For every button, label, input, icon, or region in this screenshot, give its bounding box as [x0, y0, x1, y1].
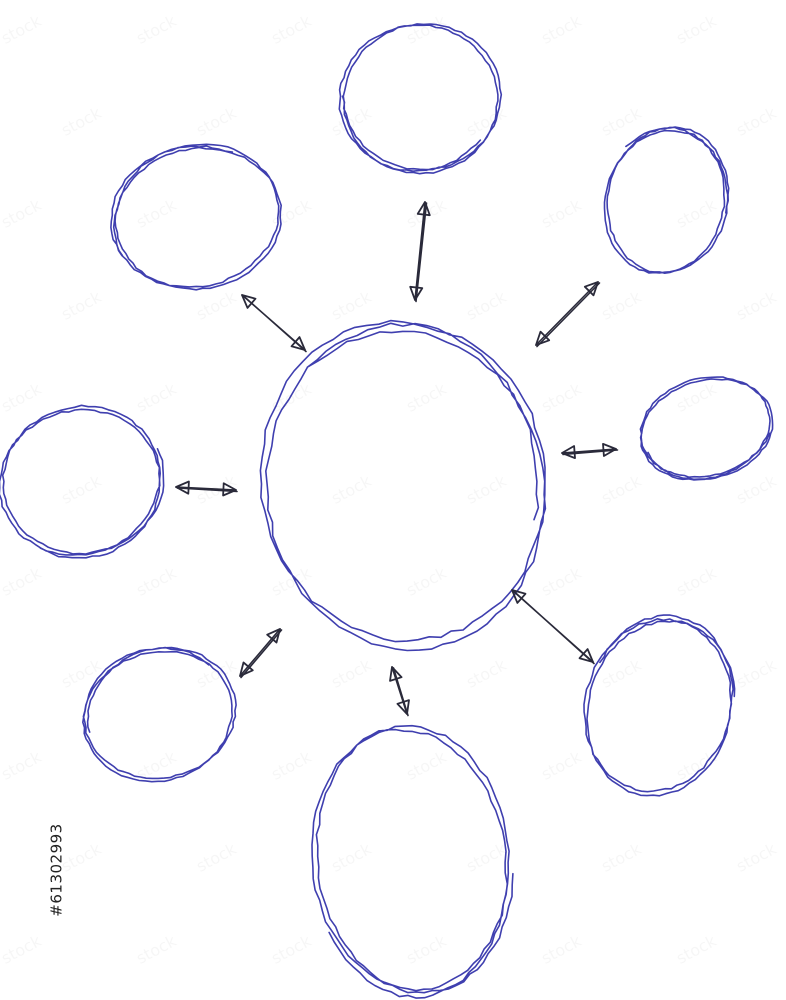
arrow-lower-left [239, 628, 283, 679]
oval-bottom [311, 724, 514, 999]
arrow-top [409, 201, 431, 303]
arrow-group [175, 201, 619, 717]
arrow-upper-left [241, 294, 307, 353]
oval-right [639, 376, 774, 481]
oval-left [0, 404, 165, 559]
center-oval [259, 319, 547, 652]
watermark-image-id: #61302993 [47, 823, 66, 917]
arrow-bottom [389, 666, 410, 717]
oval-upper-left [110, 143, 282, 291]
arrow-upper-right [535, 281, 601, 348]
oval-top [338, 23, 503, 175]
arrow-left [175, 480, 238, 497]
oval-upper-right [603, 126, 730, 274]
oval-lower-right [583, 614, 736, 797]
arrow-lower-right [511, 589, 595, 665]
arrow-right [561, 443, 619, 459]
oval-group [0, 23, 774, 999]
oval-lower-left [82, 646, 237, 783]
